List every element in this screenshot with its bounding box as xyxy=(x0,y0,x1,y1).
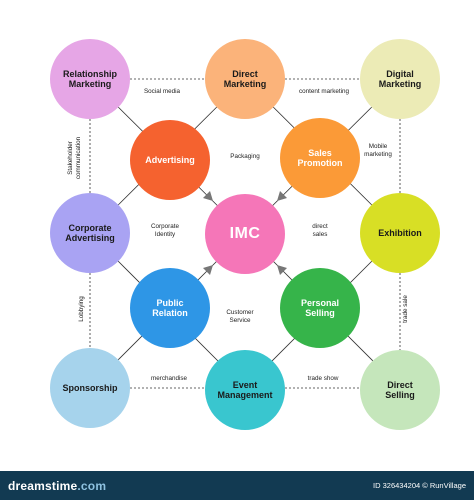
image-credit: ID 326434204 © RunVillage xyxy=(373,481,466,490)
label-corporate-identity: Corporate Identity xyxy=(150,223,180,238)
label-packaging: Packaging xyxy=(230,153,260,161)
arrow-icon xyxy=(277,191,287,201)
arrow-icon xyxy=(277,265,287,275)
logo-tld: .com xyxy=(77,478,107,493)
label-mobile-marketing: Mobile marketing xyxy=(364,143,392,158)
node-event-management: Event Management xyxy=(205,350,285,430)
watermark-footer: dreamstime.com ID 326434204 © RunVillage xyxy=(0,471,474,500)
label-content-marketing: content marketing xyxy=(298,88,350,96)
node-sales-promotion: Sales Promotion xyxy=(280,118,360,198)
arrow-icon xyxy=(203,191,213,201)
imc-diagram: Social media content marketing Stakehold… xyxy=(50,39,440,430)
label-social-media: Social media xyxy=(143,88,181,96)
node-direct-marketing: Direct Marketing xyxy=(205,39,285,119)
node-public-relation: Public Relation xyxy=(130,268,210,348)
label-customer-service: Customer Service xyxy=(226,309,254,324)
node-imc: IMC xyxy=(205,194,285,274)
node-advertising: Advertising xyxy=(130,120,210,200)
node-direct-selling: Direct Selling xyxy=(360,350,440,430)
label-merchandise: merchandise xyxy=(150,375,188,383)
label-trade-sale: trade sale xyxy=(402,295,410,323)
node-exhibition: Exhibition xyxy=(360,193,440,273)
node-relationship-marketing: Relationship Marketing xyxy=(50,39,130,119)
label-direct-sales: direct sales xyxy=(312,223,328,238)
arrow-icon xyxy=(203,265,213,275)
logo-main: dreamstime xyxy=(8,478,78,493)
label-stakeholder-communication: Stakeholder communication xyxy=(67,136,82,180)
dreamstime-logo: dreamstime.com xyxy=(8,479,106,493)
node-sponsorship: Sponsorship xyxy=(50,348,130,428)
label-trade-show: trade show xyxy=(307,375,339,383)
label-lobbying: Lobbying xyxy=(78,296,86,322)
node-digital-marketing: Digital Marketing xyxy=(360,39,440,119)
node-personal-selling: Personal Selling xyxy=(280,268,360,348)
node-corporate-advertising: Corporate Advertising xyxy=(50,193,130,273)
